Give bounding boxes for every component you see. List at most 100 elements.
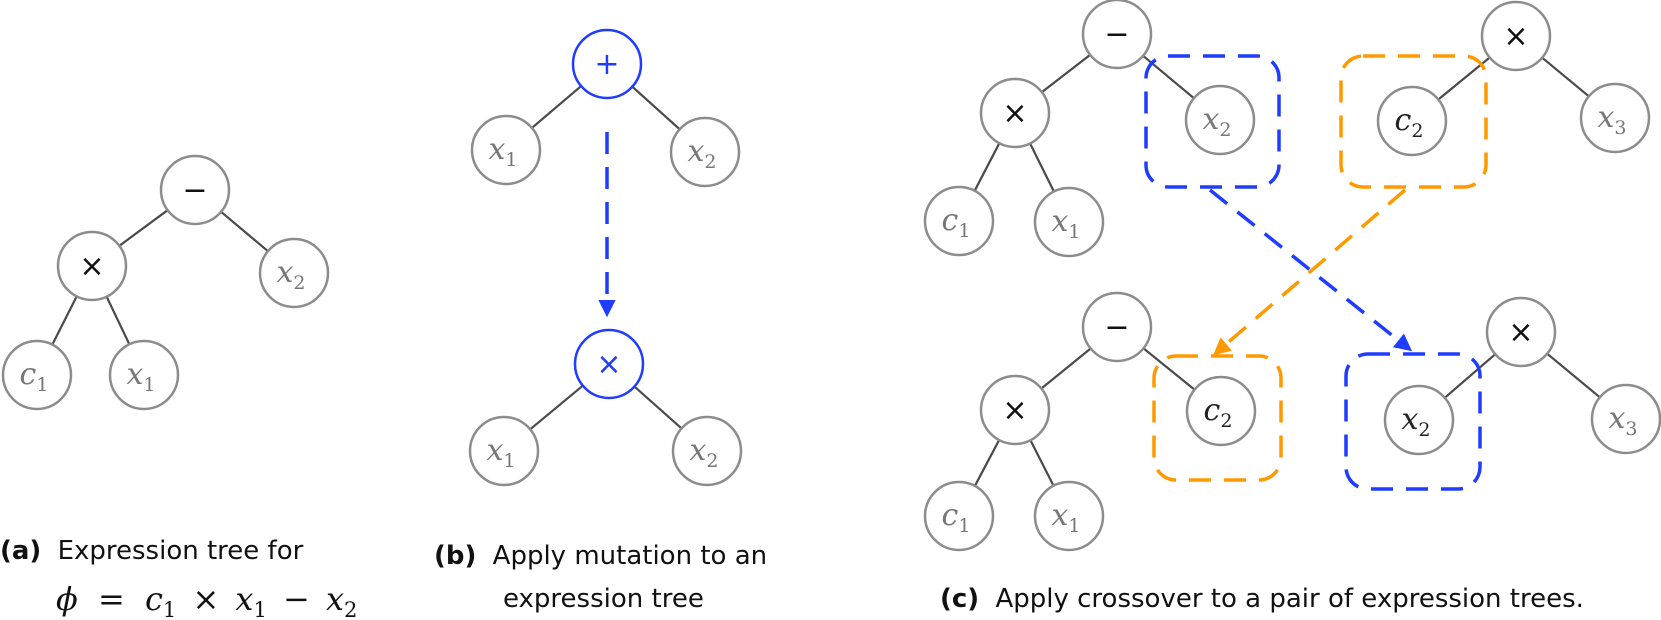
tree-node-c1-c1: c1 <box>923 185 995 257</box>
node-circle <box>979 77 1051 149</box>
variable-label: c1 <box>20 357 49 396</box>
operator-label: − <box>1104 17 1129 52</box>
node-circle <box>1185 375 1257 447</box>
caption-b-text: Apply mutation to an <box>493 541 767 571</box>
tree-node-c1-times: × <box>979 77 1051 149</box>
tree-node-b2-times: × <box>573 328 645 400</box>
tree-node-b1-plus: + <box>571 28 643 100</box>
tree-node-a-times: × <box>56 230 128 302</box>
caption-a-text: Expression tree for <box>58 536 304 566</box>
variable-label: x2 <box>1401 402 1430 441</box>
node-circle <box>923 480 995 552</box>
caption-c-text: Apply crossover to a pair of expression … <box>995 584 1583 614</box>
operator-label: × <box>1002 96 1027 131</box>
variable-label: x1 <box>1051 204 1080 243</box>
variable-label: c2 <box>1395 103 1424 142</box>
tree-node-c4-x2: x2 <box>1383 384 1455 456</box>
tree-node-a-x1: x1 <box>108 339 180 411</box>
crossover-arrow-orange <box>1213 188 1407 356</box>
tree-edge <box>1541 56 1590 98</box>
node-circle <box>1 339 73 411</box>
operator-label: × <box>1503 19 1528 54</box>
tree-node-c3-x1: x1 <box>1033 480 1105 552</box>
tree-edge <box>531 85 582 129</box>
tree-edge <box>1041 53 1091 94</box>
tree-node-b2-x2: x2 <box>671 415 743 487</box>
tree-edge <box>631 85 681 131</box>
tree-edge <box>1142 347 1196 391</box>
variable-label: x1 <box>126 357 155 396</box>
operator-label: × <box>1002 393 1027 428</box>
node-circle <box>1081 0 1153 70</box>
variable-label: x1 <box>486 433 515 472</box>
tree-node-c2-x3: x3 <box>1579 82 1651 154</box>
tree-node-a-minus: − <box>159 154 231 226</box>
tree-node-c3-minus: − <box>1081 291 1153 363</box>
tree-edge <box>529 384 584 431</box>
crossover-box-bottom-right <box>1344 352 1482 491</box>
node-circle <box>1184 84 1256 156</box>
tree-edge <box>1029 439 1055 487</box>
tree-node-c3-times: × <box>979 374 1051 446</box>
tree-node-a-x2: x2 <box>258 237 330 309</box>
caption-a-formula: ϕ = c1 × x1 − x2 <box>56 580 357 620</box>
tree-edge <box>1444 353 1496 399</box>
caption-b-tag: (b) <box>434 541 476 571</box>
operator-label: − <box>1104 310 1129 345</box>
tree-edge <box>118 209 169 247</box>
tree-node-c2-times: × <box>1480 0 1552 72</box>
tree-node-b2-x1: x1 <box>468 415 540 487</box>
caption-c: (c) Apply crossover to a pair of express… <box>940 584 1584 614</box>
variable-label: x1 <box>1051 498 1080 537</box>
node-circle <box>1376 85 1448 157</box>
node-circle <box>470 114 542 186</box>
node-circle <box>1033 186 1105 258</box>
node-circle <box>1480 0 1552 72</box>
node-circle <box>669 116 741 188</box>
tree-node-c1-x1: x1 <box>1033 186 1105 258</box>
node-circle <box>571 28 643 100</box>
variable-label: c1 <box>942 203 971 242</box>
variable-label: x1 <box>488 132 517 171</box>
node-circle <box>108 339 180 411</box>
variable-label: x3 <box>1597 100 1626 139</box>
node-circle <box>159 154 231 226</box>
tree-edge <box>105 296 131 345</box>
node-circle <box>1081 291 1153 363</box>
node-circle <box>258 237 330 309</box>
caption-b-text-line2: expression tree <box>503 584 704 614</box>
caption-a: (a) Expression tree for ϕ = c1 × x1 − x2 <box>0 536 357 620</box>
operator-label: − <box>182 173 207 208</box>
crossover-box-top-left <box>1144 54 1281 189</box>
svg-text:(a) Expression tree for: (a) Expression tree for <box>0 536 304 566</box>
node-circle <box>1033 480 1105 552</box>
operator-label: × <box>596 347 621 382</box>
tree-edge <box>1029 142 1055 193</box>
caption-b: (b) Apply mutation to an expression tree <box>434 541 767 614</box>
variable-label: x2 <box>687 134 716 173</box>
node-circle <box>56 230 128 302</box>
crossover-selection-boxes <box>1144 54 1488 491</box>
svg-text:(b) Apply mutation to an: (b) Apply mutation to an <box>434 541 767 571</box>
tree-node-b1-x1: x1 <box>470 114 542 186</box>
crossover-box-bottom-left <box>1152 354 1283 482</box>
variable-label: c2 <box>1204 393 1233 432</box>
tree-node-c1-x2: x2 <box>1184 84 1256 156</box>
tree-node-c4-x3: x3 <box>1590 383 1661 455</box>
tree-node-c2-c2: c2 <box>1376 85 1448 157</box>
tree-edge <box>973 439 1001 487</box>
operator-label: × <box>1508 315 1533 350</box>
node-circle <box>573 328 645 400</box>
node-circle <box>1590 383 1661 455</box>
tree-edge <box>1040 347 1092 390</box>
node-circle <box>468 415 540 487</box>
operator-label: × <box>79 249 104 284</box>
tree-node-c3-c2: c2 <box>1185 375 1257 447</box>
tree-edge <box>51 295 78 346</box>
variable-label: x2 <box>1202 102 1231 141</box>
variable-label: x3 <box>1608 401 1637 440</box>
node-circle <box>671 415 743 487</box>
tree-edge <box>220 211 269 252</box>
